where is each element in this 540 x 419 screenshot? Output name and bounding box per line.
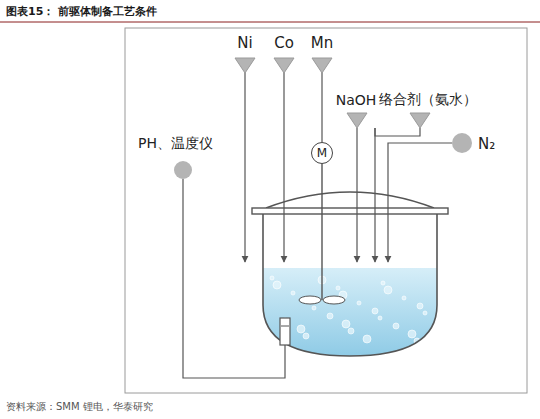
impeller-blade (323, 296, 345, 304)
reactor-vessel (263, 214, 437, 356)
bubble (384, 286, 392, 294)
bubble (291, 291, 295, 295)
bubble (363, 335, 371, 343)
bubble (270, 276, 274, 280)
naoh-feed-label: NaOH (336, 92, 377, 108)
bubble (303, 333, 309, 339)
bubble (372, 308, 378, 314)
nitrogen-label: N₂ (478, 135, 495, 153)
bubble (273, 281, 281, 289)
bubble (357, 301, 361, 305)
lid-flange (252, 208, 448, 214)
sensor-probe (280, 318, 290, 345)
bubble (336, 286, 340, 290)
ammonia-feed-label: 络合剂（氨水） (379, 91, 477, 109)
source-note: 资料来源：SMM 锂电，华泰研究 (6, 400, 153, 414)
reactor-lid (266, 192, 434, 208)
bubble (408, 330, 416, 338)
bubble (402, 296, 406, 300)
sensor-wire (183, 179, 285, 378)
stirrer-shaft (321, 164, 322, 300)
bubble (342, 320, 350, 328)
nitrogen-source (452, 133, 472, 153)
bubble (312, 306, 316, 310)
motor-circle: M (311, 142, 333, 164)
bubble (423, 311, 427, 315)
bubble (297, 325, 305, 333)
sensor-probe (281, 326, 289, 327)
bubble (378, 316, 382, 320)
title-rule (0, 22, 540, 23)
bubble (327, 313, 333, 319)
bubble (381, 281, 385, 285)
sensor-label: PH、温度仪 (138, 135, 213, 153)
bubble (417, 303, 423, 309)
bubble (393, 323, 399, 329)
figure-frame (125, 28, 527, 393)
nickel-feed-label: Ni (237, 34, 252, 52)
motor-label: M (317, 147, 327, 159)
manganese-feed-label: Mn (311, 34, 333, 52)
figure-title: 图表15： 前驱体制备工艺条件 (6, 4, 157, 19)
impeller-blade (299, 296, 321, 304)
cobalt-feed-label: Co (274, 34, 294, 52)
ammonia-pipe (375, 128, 420, 136)
solution (263, 268, 437, 356)
bubble (348, 328, 354, 334)
sensor-meter (174, 161, 192, 179)
